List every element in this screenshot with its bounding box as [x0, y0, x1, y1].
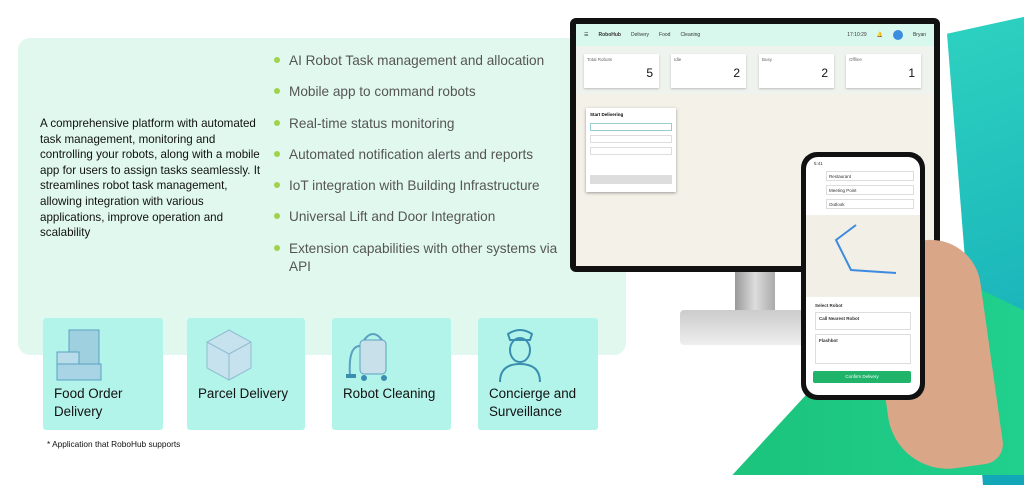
stat-label: Busy [762, 57, 773, 62]
start-delivering-form: Start Delivering [586, 108, 676, 192]
mobile-screen: 5:41 Restaurant Meeting Point Outlook Se… [806, 157, 920, 395]
app-card-concierge: Concierge and Surveillance [478, 318, 598, 430]
pickup-input[interactable] [590, 123, 672, 131]
stat-value: 5 [646, 66, 653, 80]
route-line [834, 224, 897, 274]
feature-list: AI Robot Task management and allocation … [272, 52, 562, 289]
robot-option[interactable]: Flashbot [815, 334, 911, 364]
user-name: Bryan [912, 32, 926, 38]
feature-item: Extension capabilities with other system… [272, 240, 562, 276]
nav-delivery[interactable]: Delivery [630, 32, 650, 38]
feature-item: Universal Lift and Door Integration [272, 208, 562, 226]
stop-field[interactable]: Outlook [826, 199, 914, 209]
nearest-robot-option[interactable]: Call Nearest Robot [815, 312, 911, 330]
menu-icon[interactable]: ☰ [584, 32, 589, 38]
phone-time: 5:41 [814, 161, 823, 166]
option-label: Flashbot [819, 338, 838, 343]
app-name: RoboHub [598, 32, 621, 38]
feature-item: Mobile app to command robots [272, 83, 562, 101]
feature-item: Real-time status monitoring [272, 115, 562, 133]
app-label: Parcel Delivery [198, 386, 289, 401]
select-robot-heading: Select Robot [815, 303, 843, 308]
stat-label: Offline [849, 57, 862, 62]
feature-item: AI Robot Task management and allocation [272, 52, 562, 70]
app-card-parcel: Parcel Delivery [187, 318, 305, 430]
stat-busy: Busy 2 [759, 54, 834, 88]
stat-value: 2 [821, 66, 828, 80]
clock: 17:10:29 [847, 32, 867, 38]
app-card-cleaning: Robot Cleaning [332, 318, 451, 430]
route-map[interactable] [806, 215, 920, 297]
option-label: Call Nearest Robot [819, 316, 860, 321]
app-label: Robot Cleaning [343, 386, 436, 401]
stat-total: Total Robots 5 [584, 54, 659, 88]
description: A comprehensive platform with automated … [40, 117, 261, 240]
monitor-stand [735, 272, 775, 317]
footnote: * Application that RoboHub supports [47, 439, 181, 449]
monitor-base [680, 310, 810, 345]
stat-label: Total Robots [587, 57, 613, 62]
dashboard-screen: ☰ RoboHub Delivery Food Cleaning 17:10:2… [576, 24, 934, 266]
avatar[interactable] [892, 30, 903, 40]
stop-field[interactable]: Meeting Point [826, 185, 914, 195]
dashboard-topbar: ☰ RoboHub Delivery Food Cleaning 17:10:2… [576, 24, 934, 46]
stat-idle: Idle 2 [671, 54, 746, 88]
vacuum-icon [346, 333, 387, 381]
confirm-delivery-button[interactable]: Confirm Delivery [813, 371, 911, 383]
parcel-box-icon [206, 329, 252, 381]
bell-icon[interactable]: 🔔 [876, 32, 883, 38]
form-title: Start Delivering [590, 112, 624, 117]
stat-value: 2 [733, 66, 740, 80]
app-card-food: Food Order Delivery [43, 318, 163, 430]
destination-input[interactable] [590, 135, 672, 143]
concierge-icon [499, 329, 541, 383]
nav-cleaning[interactable]: Cleaning [680, 32, 701, 38]
intro-panel [18, 38, 626, 355]
stat-label: Idle [674, 57, 682, 62]
phone: 5:41 Restaurant Meeting Point Outlook Se… [801, 152, 925, 400]
feature-item: IoT integration with Building Infrastruc… [272, 177, 562, 195]
food-box-icon [56, 329, 102, 381]
app-label: Food Order Delivery [54, 386, 123, 419]
stat-offline: Offline 1 [846, 54, 921, 88]
nav-food[interactable]: Food [659, 32, 671, 38]
feature-item: Automated notification alerts and report… [272, 146, 562, 164]
stop-field[interactable]: Restaurant [826, 171, 914, 181]
pickup-note-input[interactable] [590, 147, 672, 155]
start-button[interactable] [590, 175, 672, 184]
app-label: Concierge and Surveillance [489, 386, 577, 419]
stat-value: 1 [908, 66, 915, 80]
